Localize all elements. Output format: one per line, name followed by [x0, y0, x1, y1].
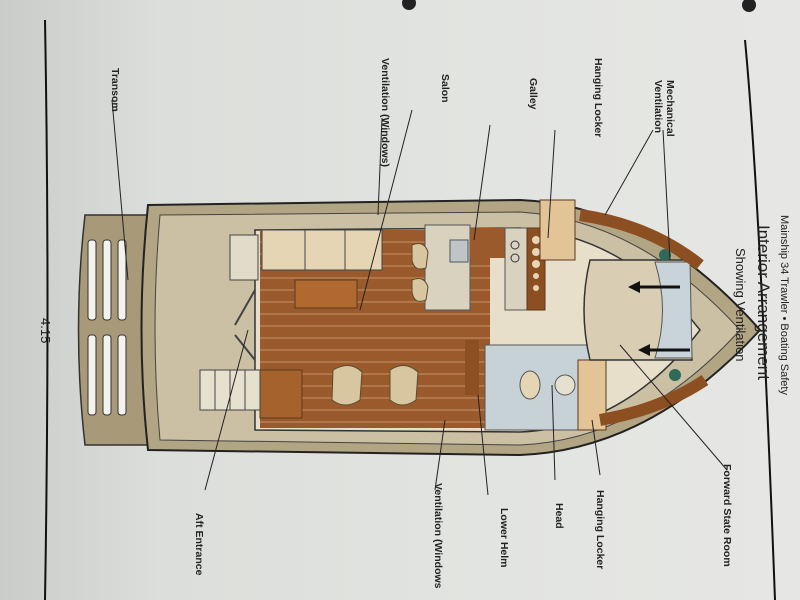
label-salon: Salon [439, 74, 451, 103]
label-mechanical: Mechanical [664, 80, 676, 137]
label-ventilation-windows-bottom: Ventilation (Windows [432, 483, 444, 589]
label-forward-state-room: Forward State Room [721, 464, 733, 567]
label-hanging-locker-bottom: Hanging Locker [594, 490, 606, 570]
label-head: Head [553, 503, 565, 529]
transom [77, 214, 151, 446]
label-aft-entrance: Aft Entrance [193, 513, 205, 576]
label-transom: Transom [109, 68, 121, 112]
page-subtitle: Showing Ventilation [733, 248, 748, 362]
label-hanging-locker-top: Hanging Locker [592, 58, 604, 138]
label-ventilation-windows-top: Ventilation (Windows) [379, 58, 391, 167]
binder-ring [402, 0, 416, 10]
page-number: 4.15 [38, 318, 53, 344]
running-head: Mainship 34 Trawler • Boating Safety [778, 215, 790, 395]
label-galley: Galley [527, 78, 539, 110]
binder-ring [742, 0, 756, 12]
label-ventilation: Ventilation [652, 80, 664, 134]
label-lower-helm: Lower Helm [498, 508, 510, 568]
page-title: Interior Arrangement [754, 225, 773, 380]
